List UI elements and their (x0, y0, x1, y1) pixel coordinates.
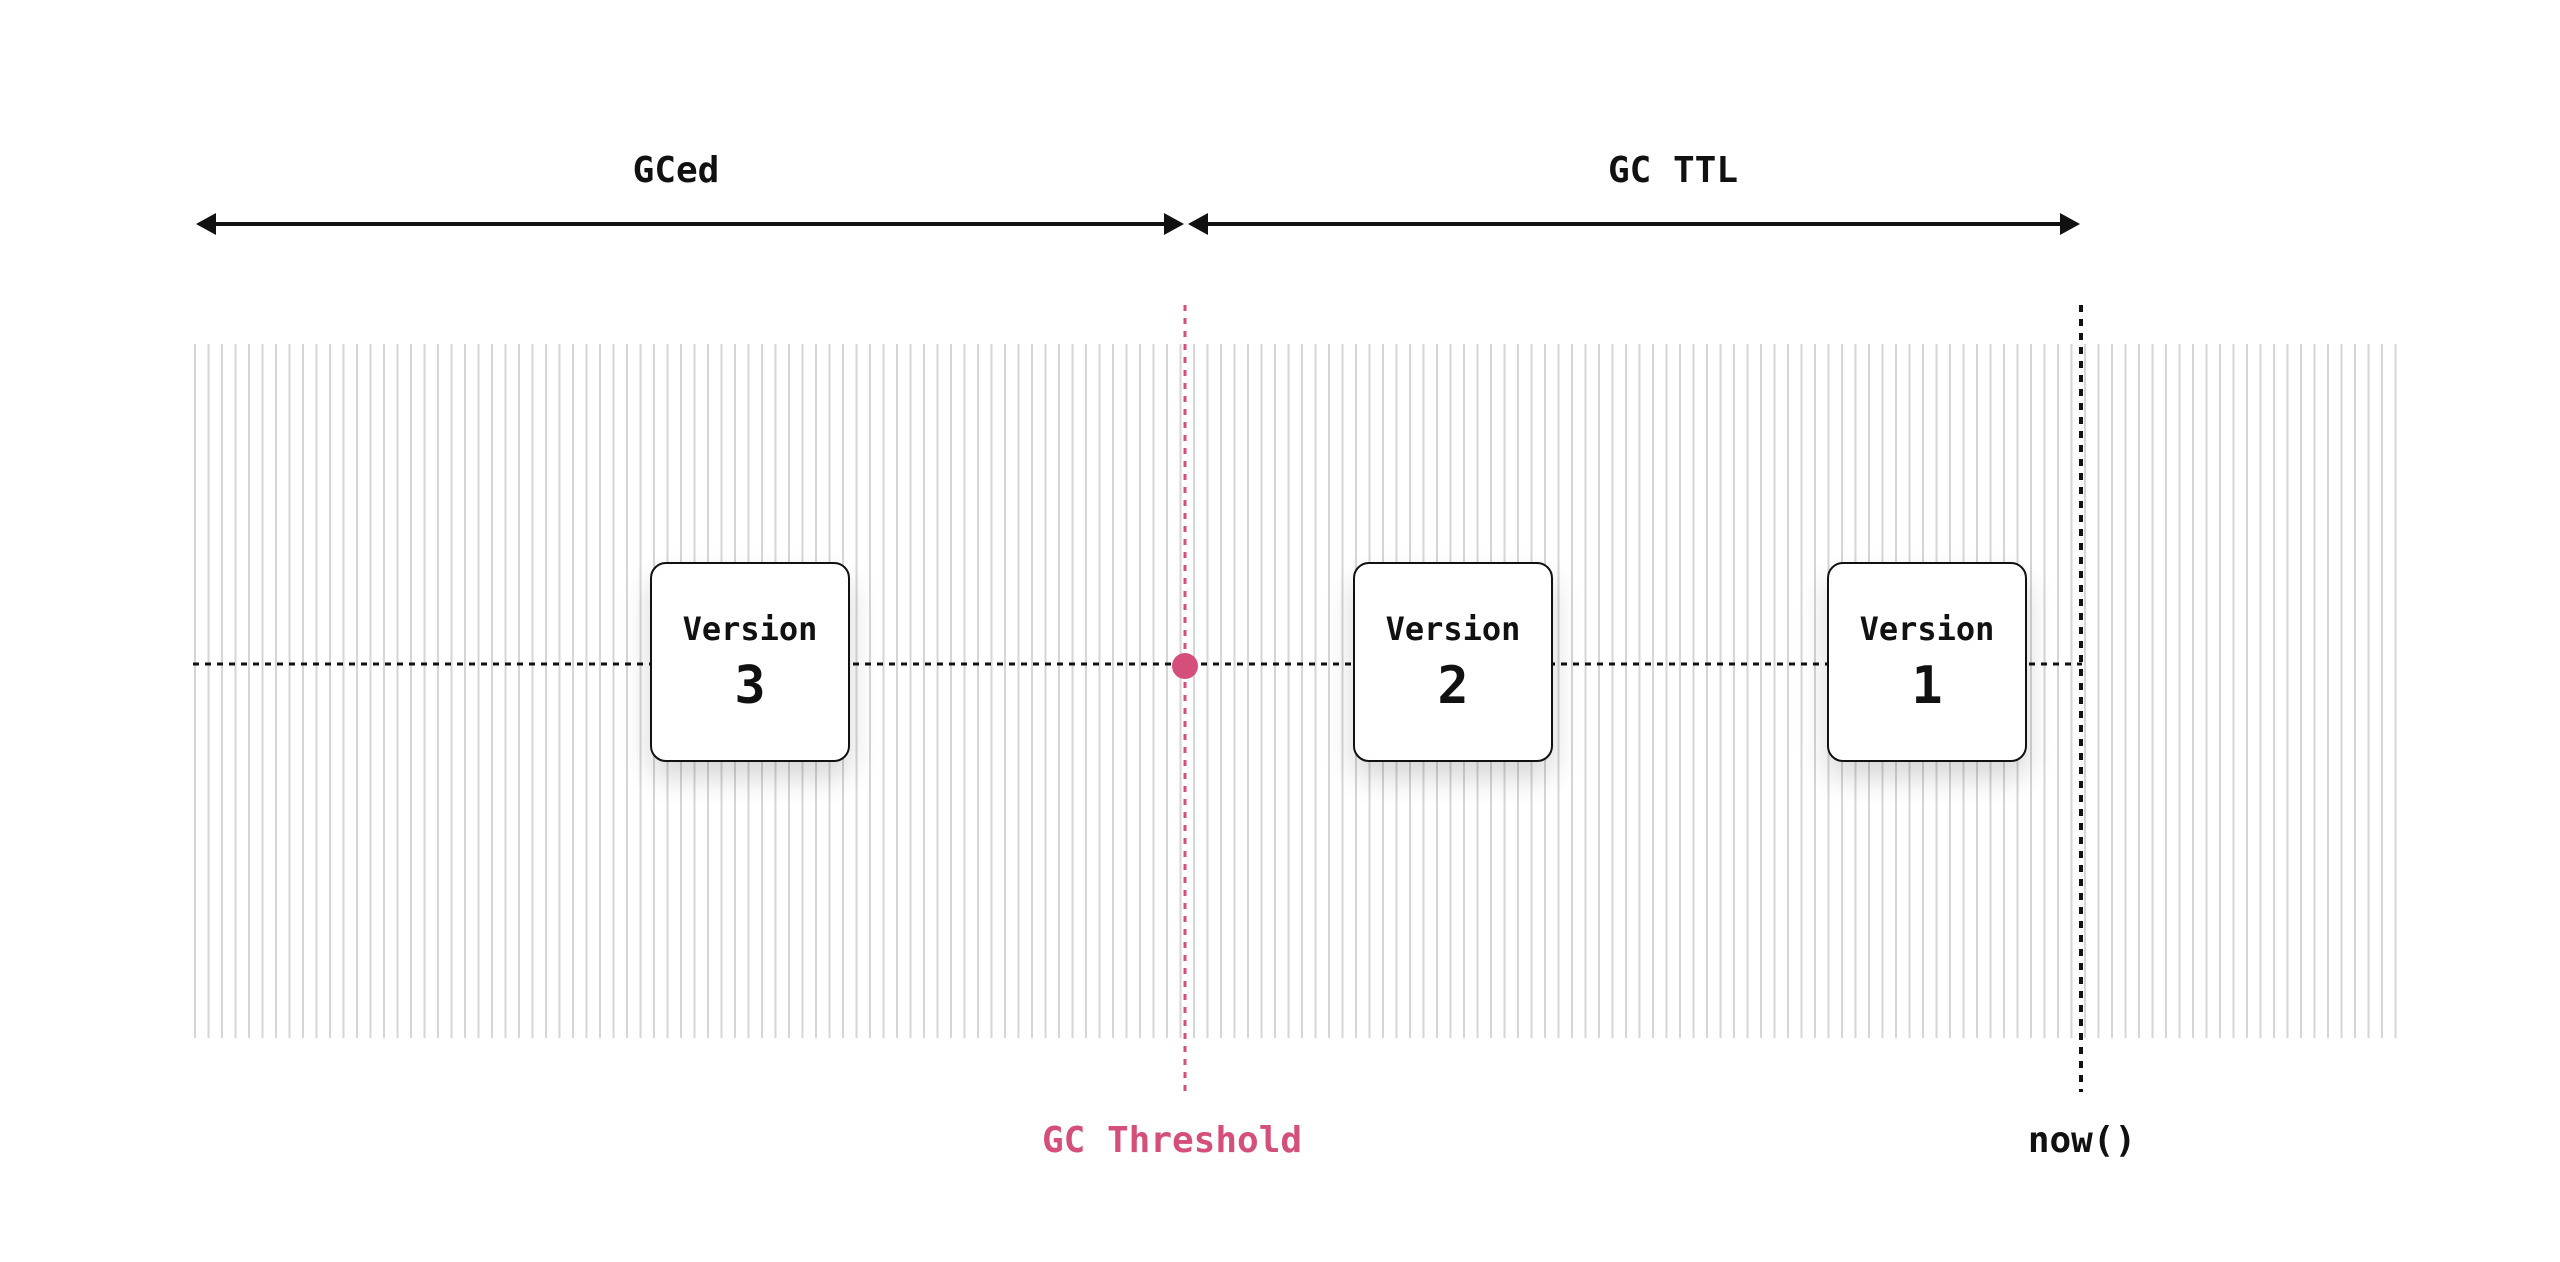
version-1-box: Version 1 (1827, 562, 2027, 762)
version-2-box: Version 2 (1353, 562, 1553, 762)
gc-threshold-label: GC Threshold (1041, 1120, 1303, 1161)
version-number: 1 (1911, 656, 1943, 716)
version-number: 2 (1437, 656, 1469, 716)
version-3-box: Version 3 (650, 562, 850, 762)
gc-ttl-label: GC TTL (1607, 150, 1739, 191)
version-label: Version (1385, 610, 1521, 648)
version-label: Version (682, 610, 818, 648)
version-number: 3 (734, 656, 766, 716)
now-label: now() (2027, 1120, 2137, 1161)
timeline-grid (194, 344, 2397, 1038)
gc-threshold-dot (1172, 653, 1198, 679)
gced-range-arrow (196, 213, 1184, 235)
gced-label: GCed (632, 150, 720, 191)
version-label: Version (1859, 610, 1995, 648)
gc-ttl-range-arrow (1188, 213, 2080, 235)
